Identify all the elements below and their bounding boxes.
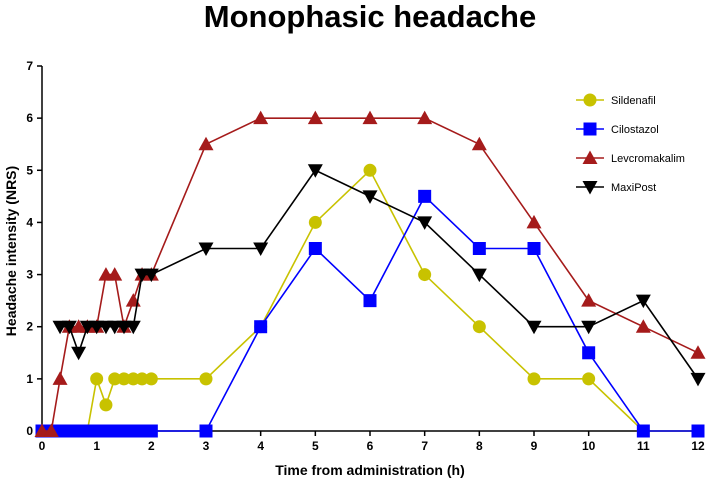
x-tick-label: 3 [203, 439, 210, 453]
data-point-sildenafil [117, 372, 131, 386]
series-line-cilostazol [42, 195, 698, 432]
data-point-sildenafil [472, 320, 486, 334]
data-point-maxipost [581, 320, 597, 335]
data-point-cilostazol [363, 294, 377, 308]
data-point-levcromakalim [198, 136, 214, 151]
data-point-maxipost [362, 190, 378, 204]
data-point-sildenafil [90, 372, 104, 386]
data-point-cilostazol [199, 424, 213, 438]
data-point-maxipost [253, 242, 269, 256]
legend-marker-maxipost [582, 181, 598, 195]
x-tick-label: 1 [93, 439, 100, 453]
data-point-cilostazol [418, 189, 432, 203]
y-tick-label: 3 [26, 268, 33, 282]
data-point-sildenafil [199, 372, 213, 386]
data-point-levcromakalim [43, 423, 59, 437]
x-tick-label: 7 [421, 439, 428, 453]
x-tick-label: 8 [476, 439, 483, 453]
x-tick-label: 5 [312, 439, 319, 453]
data-point-sildenafil [108, 372, 122, 386]
data-point-maxipost [71, 346, 87, 361]
data-point-cilostazol [582, 346, 596, 360]
legend-label-cilostazol: Cilostazol [611, 124, 659, 136]
data-point-maxipost [61, 320, 77, 335]
y-tick-label: 5 [26, 163, 33, 177]
data-point-cilostazol [691, 424, 705, 438]
y-tick-label: 2 [26, 320, 33, 334]
data-point-cilostazol [472, 242, 486, 255]
data-point-sildenafil [308, 215, 322, 229]
legend-item-maxipost: MaxiPost [576, 181, 656, 195]
legend-label-levcromakalim: Levcromakalim [611, 153, 685, 165]
data-point-maxipost [471, 268, 487, 283]
data-point-cilostazol [636, 424, 650, 438]
x-tick-label: 2 [148, 439, 155, 453]
legend-item-levcromakalim: Levcromakalim [576, 150, 685, 165]
legend-label-maxipost: MaxiPost [611, 182, 656, 194]
legend-item-sildenafil: Sildenafil [576, 93, 656, 107]
data-point-maxipost [635, 294, 651, 309]
data-point-sildenafil [135, 372, 149, 386]
series-levcromakalim [34, 110, 706, 437]
chart-title: Monophasic headache [204, 0, 536, 34]
data-point-maxipost [307, 164, 323, 178]
data-point-levcromakalim [253, 110, 269, 125]
data-point-levcromakalim [417, 110, 433, 125]
data-point-levcromakalim [581, 293, 597, 307]
data-point-sildenafil [418, 268, 432, 282]
data-point-maxipost [198, 242, 214, 256]
data-point-maxipost [417, 216, 433, 230]
legend: SildenafilCilostazolLevcromakalimMaxiPos… [576, 93, 685, 195]
data-point-cilostazol [527, 242, 541, 255]
data-point-cilostazol [254, 320, 268, 334]
x-tick-label: 10 [582, 439, 596, 453]
data-point-levcromakalim [690, 345, 706, 359]
legend-label-sildenafil: Sildenafil [611, 95, 656, 107]
x-tick-label: 0 [39, 439, 46, 453]
x-axis-label: Time from administration (h) [275, 462, 465, 478]
legend-marker-levcromakalim [582, 150, 598, 164]
legend-marker-sildenafil [583, 93, 597, 107]
series-line-maxipost [60, 169, 699, 380]
y-tick-label: 7 [26, 59, 33, 73]
y-tick-label: 4 [26, 215, 33, 229]
data-point-levcromakalim [526, 214, 542, 229]
x-tick-label: 4 [257, 439, 264, 453]
data-point-levcromakalim [635, 319, 651, 333]
x-tick-label: 9 [531, 439, 538, 453]
series-layer [34, 110, 706, 438]
x-tick-label: 6 [367, 439, 374, 453]
legend-marker-cilostazol [583, 122, 597, 136]
data-point-sildenafil [582, 372, 596, 386]
data-point-maxipost [143, 268, 159, 283]
data-point-levcromakalim [52, 371, 68, 385]
data-point-cilostazol [144, 424, 158, 438]
y-tick-label: 0 [26, 424, 33, 438]
data-point-sildenafil [363, 163, 377, 177]
x-tick-label: 12 [691, 439, 705, 453]
data-point-maxipost [690, 372, 706, 387]
data-point-sildenafil [99, 398, 113, 412]
y-tick-label: 1 [26, 372, 33, 386]
y-tick-label: 6 [26, 111, 33, 125]
x-tick-label: 11 [637, 439, 650, 453]
data-point-levcromakalim [307, 110, 323, 125]
data-point-maxipost [526, 320, 542, 335]
y-axis-label: Headache intensity (NRS) [3, 166, 19, 336]
data-point-levcromakalim [471, 136, 487, 151]
data-point-levcromakalim [107, 267, 123, 281]
data-point-maxipost [125, 320, 141, 335]
legend-item-cilostazol: Cilostazol [576, 122, 659, 136]
series-maxipost [52, 164, 706, 387]
data-point-levcromakalim [362, 110, 378, 125]
data-point-sildenafil [144, 372, 158, 386]
data-point-cilostazol [308, 242, 322, 255]
data-point-sildenafil [527, 372, 541, 386]
